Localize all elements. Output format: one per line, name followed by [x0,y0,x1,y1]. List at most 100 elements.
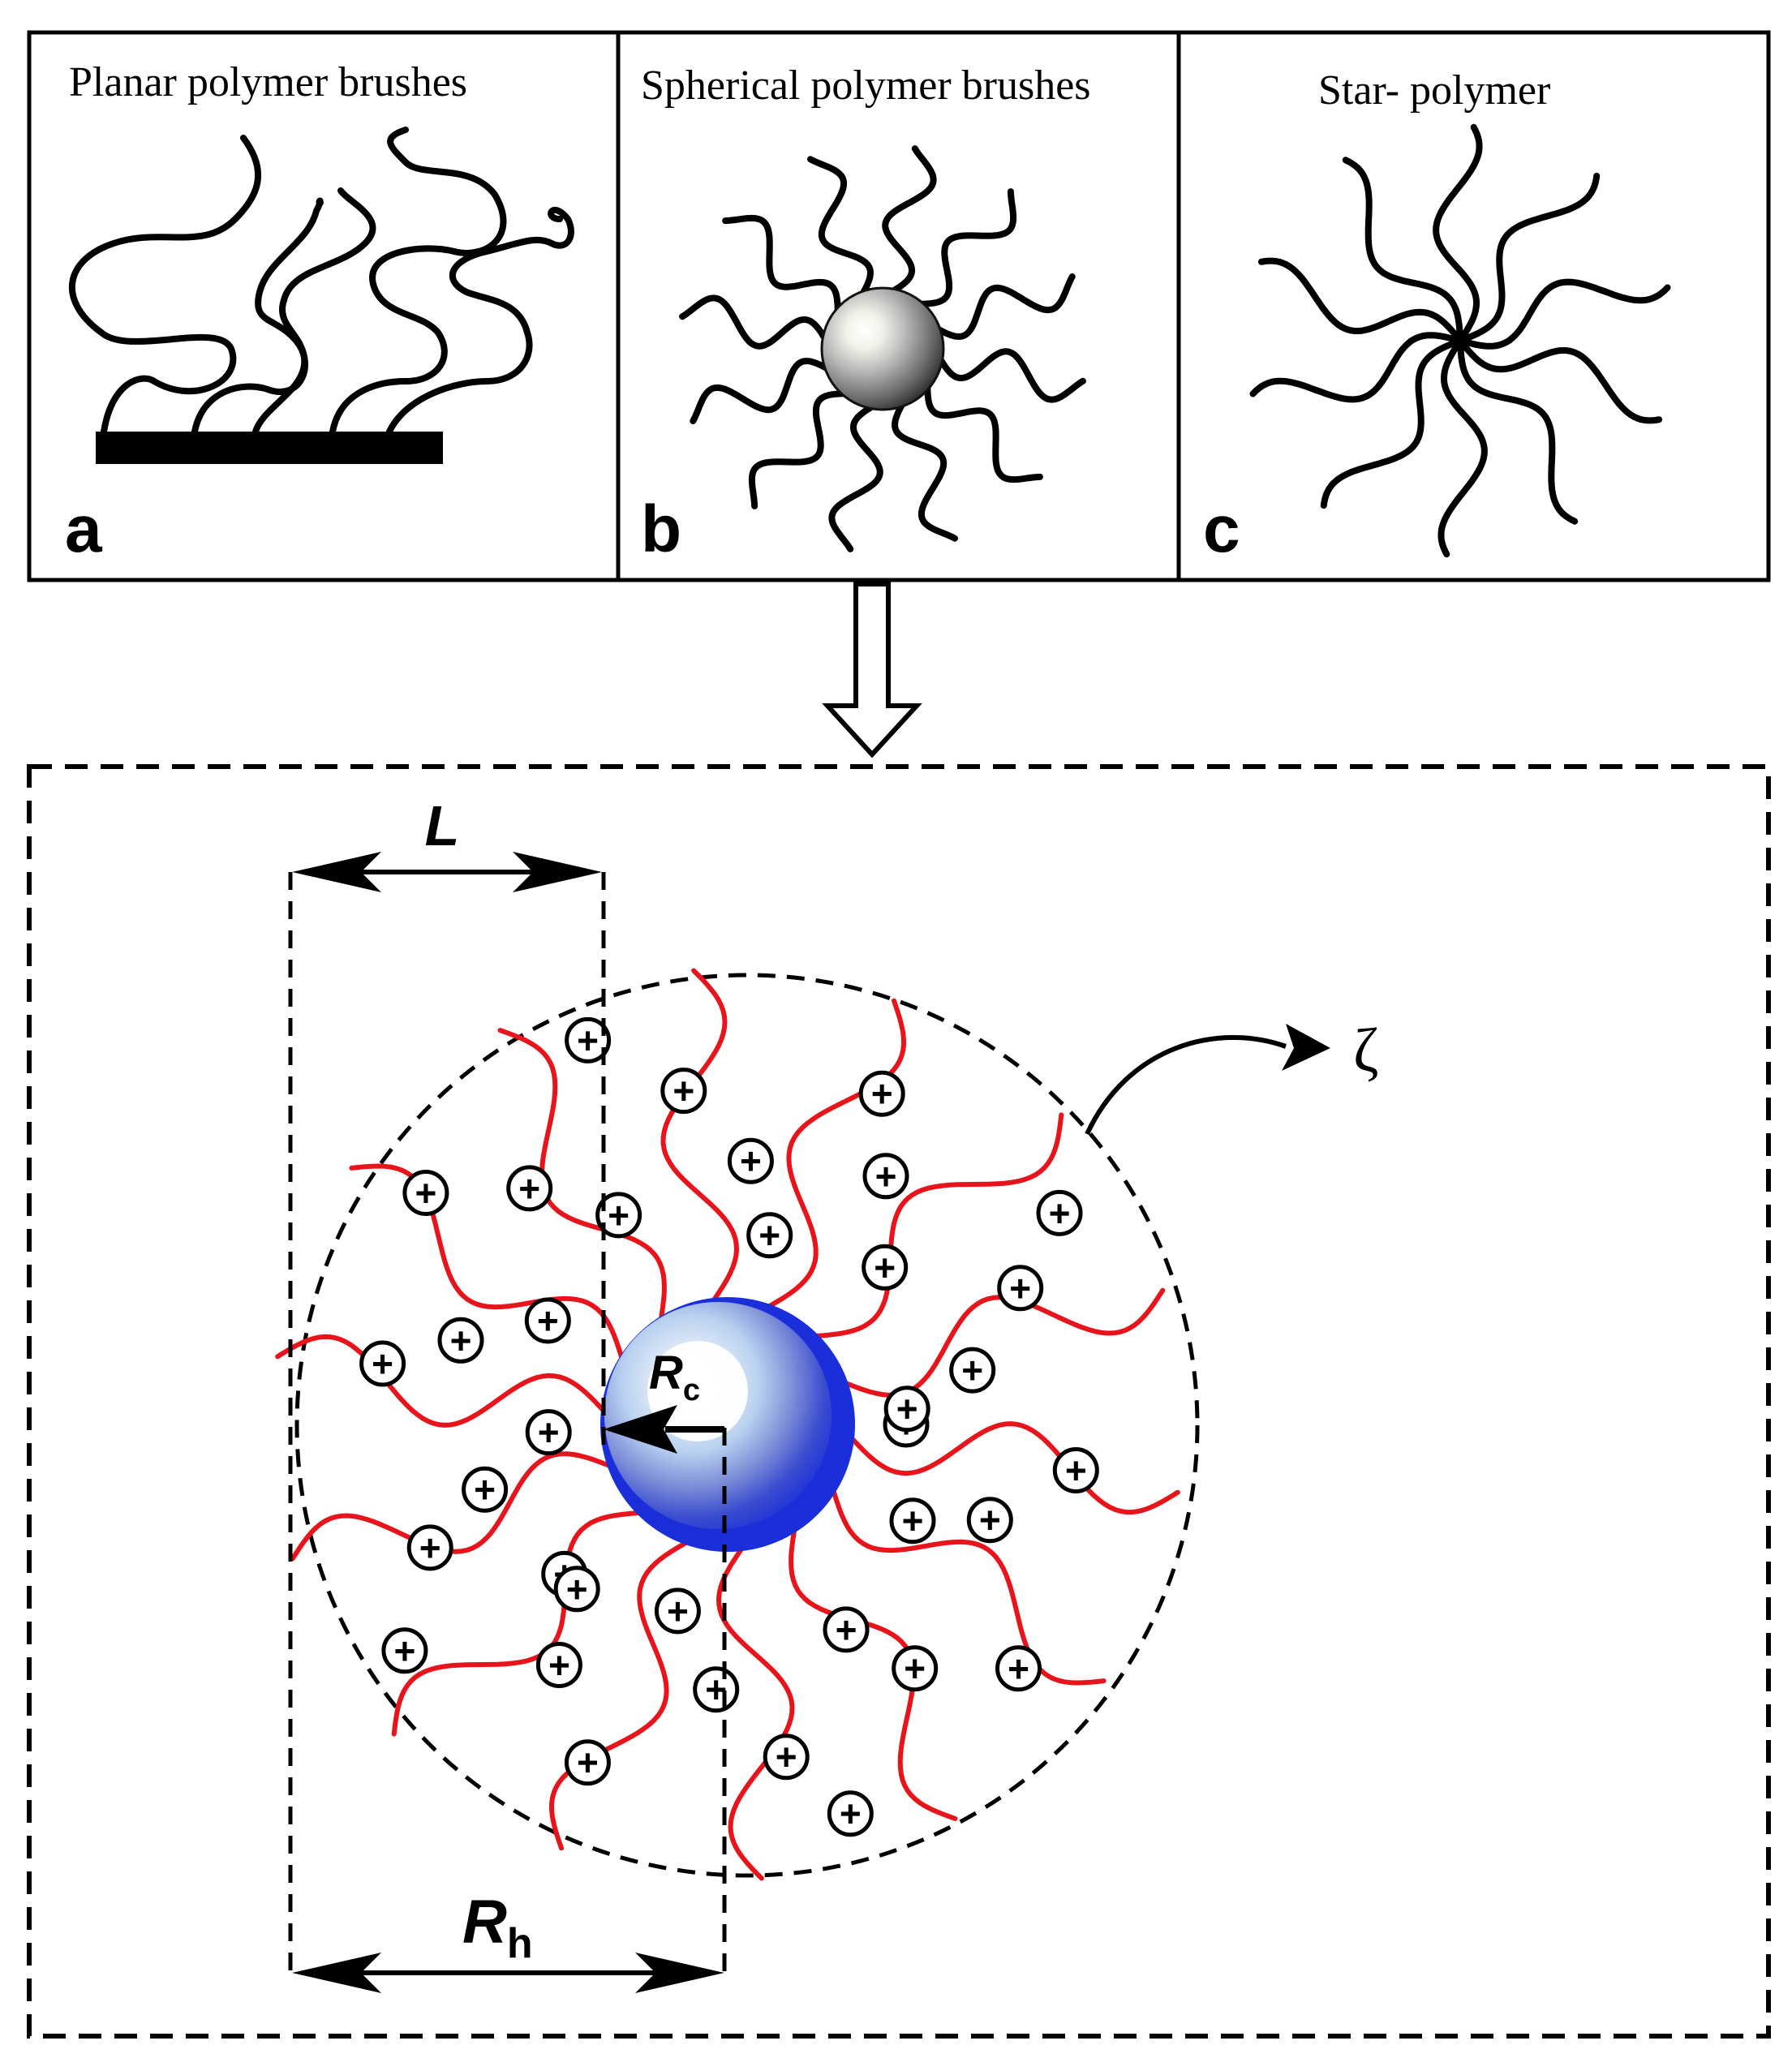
polymer-chain [1457,337,1663,424]
charge-symbol: + [896,1388,918,1430]
polymer-chain [1342,157,1463,344]
counterion-plus-icon: + [359,1340,406,1387]
polymer-chain [1249,332,1463,403]
planar-substrate [96,432,443,464]
panel-b-title: Spherical polymer brushes [641,62,1091,109]
polymer-chain [748,390,851,509]
counterion-plus-icon: + [535,1642,582,1688]
counterion-plus-icon: + [997,1265,1044,1312]
panel-c: Star- polymer c [1203,67,1671,566]
counterion-plus-icon: + [564,1739,611,1786]
polymer-chain [1257,257,1463,344]
charge-symbol: + [875,1155,897,1197]
counterion-plus-icon: + [437,1317,484,1364]
polymer-chain [275,1334,609,1428]
polymer-chain [716,1542,795,1881]
polymer-chain [914,188,1017,307]
polymer-chain [349,1163,625,1365]
polymer-chain [846,1421,1180,1515]
charge-symbol: + [961,1349,983,1391]
polymer-chain [191,197,324,435]
charge-symbol: + [874,1246,896,1288]
charge-symbol: + [836,1609,857,1651]
counterion-plus-icon: + [462,1466,509,1513]
counterion-plus-icon: + [763,1734,810,1781]
charge-symbol: + [566,1568,588,1610]
panel-c-title: Star- polymer [1318,67,1550,114]
charge-symbol: + [1008,1648,1029,1690]
charge-symbol: + [904,1648,926,1690]
counterion-plus-icon: + [889,1497,936,1545]
charge-symbol: + [372,1343,393,1385]
polymer-chain [763,998,906,1312]
L-arrow-left [292,852,381,892]
polymer-chain [660,968,739,1307]
zeta-arrowhead [1282,1024,1330,1071]
charge-symbol: + [776,1736,797,1778]
counterion-plus-icon: + [892,1645,939,1692]
counterion-plus-icon: + [381,1627,428,1674]
panel-a-letter: a [65,492,103,566]
top-panels: Planar polymer brushes a Spherical polym… [27,30,1771,582]
top-panels-frame [27,30,1771,582]
panel-a-title: Planar polymer brushes [69,59,467,105]
zeta-label: ζ [1353,1016,1378,1085]
polymer-chain [931,273,1076,340]
charge-symbol: + [415,1172,436,1214]
Rc-label: Rc [649,1347,700,1407]
polymer-chain [290,1451,617,1562]
panel-c-letter: c [1203,492,1240,566]
polymer-chain [882,145,937,296]
polymer-chain [722,214,841,317]
polymer-chain [1457,172,1601,344]
detail-frame [27,764,1771,2039]
charge-symbol: + [840,1793,862,1835]
hydrodynamic-boundary [294,973,1200,1878]
sphere-chains [679,145,1086,552]
panel-b: Spherical polymer brushes b [641,62,1091,566]
counterion-plus-icon: + [565,1016,612,1063]
charge-symbol: + [537,1300,559,1342]
polymer-chain [329,127,507,435]
polymer-chain [252,187,376,435]
polymer-chain [690,358,834,424]
Rh-label: Rh [462,1888,533,1967]
charge-symbol: + [393,1630,415,1672]
charge-symbol: + [518,1167,540,1209]
charge-symbol: + [538,1411,560,1454]
counterion-plus-icon: + [827,1790,874,1837]
polymer-chain [1457,278,1671,350]
charge-symbol: + [1009,1267,1031,1309]
charge-symbol: + [577,1019,599,1061]
Rc-main: R [649,1347,683,1399]
counterion-plus-icon: + [524,1297,571,1344]
polymer-chain [679,294,830,350]
zeta-pointer [1085,1035,1287,1136]
counterion-plus-icon: + [406,1524,453,1571]
counterion-plus-icon: + [746,1212,793,1259]
counterion-plus-icon: + [727,1137,774,1184]
polymer-chain [830,1484,1107,1686]
L-arrow-right [513,852,602,892]
charge-symbol: + [450,1319,472,1361]
polymer-chain [1433,123,1483,344]
panel-a: Planar polymer brushes a [65,59,574,566]
polymer-chain [828,402,883,552]
counterion-plus-icon: + [595,1192,642,1239]
polymer-chain [1457,337,1579,525]
polymer-chain [1320,337,1463,509]
charge-symbol: + [577,1742,599,1784]
charge-symbol: + [1049,1192,1071,1234]
counterion-plus-icon: + [949,1347,996,1394]
charge-symbol: + [758,1214,780,1257]
polymer-chain [809,1112,1064,1339]
counterion-plus-icon: + [862,1153,909,1200]
counterion-plus-icon: + [1052,1447,1099,1493]
counterion-plus-icon: + [858,1070,905,1117]
grey-core-particle [820,286,945,411]
polymer-chain [1437,337,1488,558]
counterions: ++++++++++++++++++++++++++++++++++++ [359,1016,1099,1837]
L-label: L [425,794,460,857]
charge-symbol: + [979,1499,1001,1541]
